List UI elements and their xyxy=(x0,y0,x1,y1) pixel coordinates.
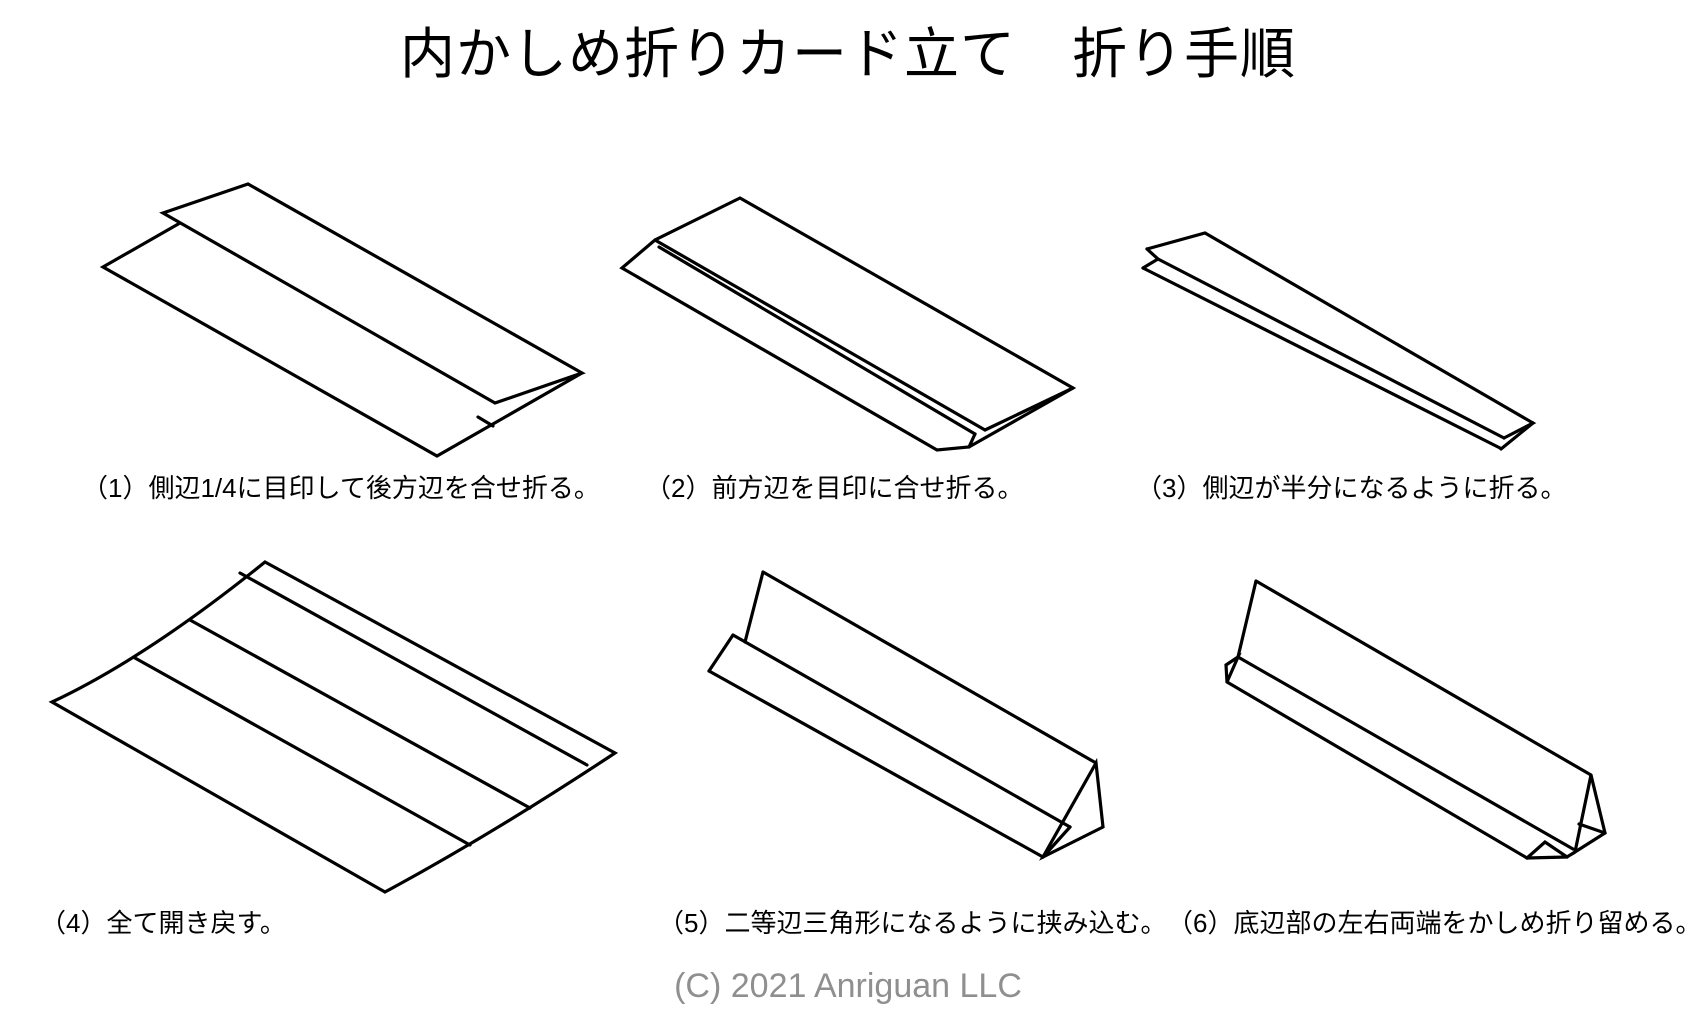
figure-step-5-triangular-prism xyxy=(707,570,1105,861)
figure-step-6-crimped-prism xyxy=(1224,579,1607,860)
step-2-caption: （2）前方辺を目印に合せ折る。 xyxy=(645,473,1024,503)
step-5-caption: （5）二等辺三角形になるように挟み込む。 xyxy=(658,908,1167,938)
page-title: 内かしめ折りカード立て 折り手順 xyxy=(399,23,1296,85)
step-3-caption: （3）側辺が半分になるように折る。 xyxy=(1136,473,1567,503)
copyright-text: (C) 2021 Anriguan LLC xyxy=(674,967,1022,1005)
figure-step-2-folded-front-edge xyxy=(619,196,1077,452)
step-6-caption: （6）底辺部の左右両端をかしめ折り留める。 xyxy=(1167,908,1696,938)
step-1-caption: （1）側辺1/4に目印して後方辺を合せ折る。 xyxy=(82,473,600,503)
step-4-caption: （4）全て開き戻す。 xyxy=(40,908,286,938)
figure-step-1-folded-back-edge xyxy=(99,182,586,458)
figure-step-4-opened-sheet-with-creases xyxy=(48,560,619,894)
figure-step-3-folded-in-half xyxy=(1141,231,1537,451)
